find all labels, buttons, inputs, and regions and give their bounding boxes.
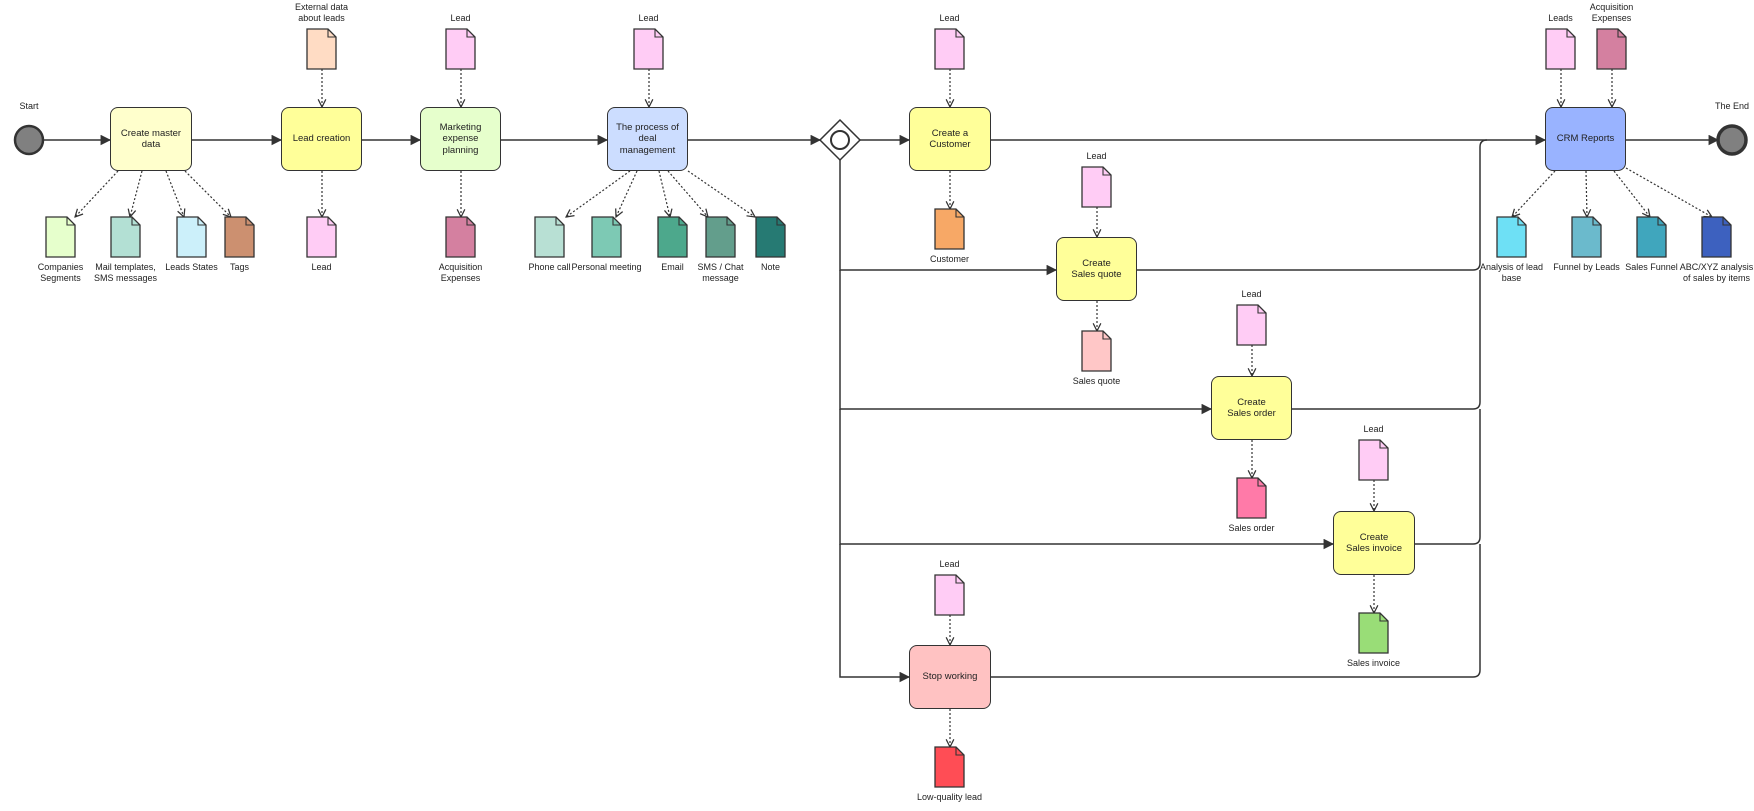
doc-label-note: Note — [760, 262, 780, 272]
doc-label-acq-in: Acquisition Expenses — [1589, 2, 1634, 23]
doc-label-states: Leads States — [165, 262, 218, 272]
doc-label-lead-in-q: Lead — [1086, 151, 1107, 161]
doc-label-analysis: Analysis of lead base — [1479, 262, 1544, 283]
task-crm[interactable]: CRM Reports — [1545, 107, 1626, 171]
association — [1512, 170, 1556, 217]
task-inv[interactable]: Create Sales invoice — [1333, 511, 1415, 575]
doc-label-phone: Phone call — [528, 262, 571, 272]
end-event — [1716, 124, 1748, 156]
doc-sms — [705, 216, 736, 258]
doc-label-lead-in-1: Lead — [450, 13, 471, 23]
association — [687, 170, 755, 217]
doc-label-tags: Tags — [229, 262, 249, 272]
start-event — [13, 124, 45, 156]
task-deal[interactable]: The process of deal management — [607, 107, 688, 171]
task-master[interactable]: Create master data — [110, 107, 192, 171]
association — [1586, 170, 1587, 217]
doc-label-invoice: Sales invoice — [1346, 658, 1401, 668]
doc-quote — [1081, 330, 1112, 372]
task-mkt[interactable]: Marketing expense planning — [420, 107, 501, 171]
doc-label-acq-out: Acquisition Expenses — [438, 262, 483, 283]
doc-label-lead-in-o: Lead — [1241, 289, 1262, 299]
sequence-flow — [991, 544, 1481, 678]
association — [1625, 167, 1712, 217]
association — [566, 170, 631, 217]
doc-label-lowq: Low-quality lead — [916, 792, 983, 802]
doc-lead-in-q — [1081, 166, 1112, 208]
doc-label-customer: Customer — [929, 254, 969, 264]
doc-label-abc: ABC/XYZ analysis of sales by items — [1679, 262, 1754, 283]
doc-order — [1236, 477, 1267, 519]
doc-acq-in — [1596, 28, 1627, 70]
doc-states — [176, 216, 207, 258]
doc-label-lead-in-s: Lead — [939, 559, 960, 569]
doc-analysis — [1496, 216, 1527, 258]
doc-funnel-leads — [1571, 216, 1602, 258]
doc-label-quote: Sales quote — [1072, 376, 1121, 386]
end-label: The End — [1714, 101, 1750, 111]
doc-mail — [110, 216, 141, 258]
start-label: Start — [19, 101, 39, 111]
doc-invoice — [1358, 612, 1389, 654]
doc-seg — [45, 216, 76, 258]
doc-abc — [1701, 216, 1732, 258]
doc-ext — [306, 28, 337, 70]
doc-label-meet: Personal meeting — [571, 262, 642, 272]
task-quote[interactable]: Create Sales quote — [1056, 237, 1137, 301]
doc-label-lead-out: Lead — [311, 262, 332, 272]
doc-note — [755, 216, 786, 258]
doc-email — [657, 216, 688, 258]
doc-lowq — [934, 746, 965, 788]
doc-lead-out — [306, 216, 337, 258]
association — [616, 170, 638, 217]
doc-label-funnel-leads: Funnel by Leads — [1553, 262, 1620, 272]
sequence-flow — [1292, 270, 1481, 410]
doc-lead-in-o — [1236, 304, 1267, 346]
doc-leads — [1545, 28, 1576, 70]
doc-funnel — [1636, 216, 1667, 258]
sequence-flow — [839, 270, 1213, 415]
doc-meet — [591, 216, 622, 258]
association — [184, 170, 231, 217]
doc-acq-out — [445, 216, 476, 258]
association — [1613, 170, 1650, 217]
doc-label-sms: SMS / Chat message — [697, 262, 744, 283]
doc-tags — [224, 216, 255, 258]
sequence-flow — [1137, 139, 1488, 271]
doc-lead-in-i — [1358, 439, 1389, 481]
association — [658, 170, 670, 217]
sequence-flow — [839, 544, 911, 683]
gateway — [818, 118, 862, 162]
doc-label-leads: Leads — [1548, 13, 1573, 23]
doc-label-lead-in-3: Lead — [939, 13, 960, 23]
doc-label-mail: Mail templates, SMS messages — [93, 262, 158, 283]
doc-lead-in-2 — [633, 28, 664, 70]
association — [130, 170, 143, 217]
sequence-flow — [1415, 409, 1481, 545]
association — [667, 170, 708, 217]
doc-label-order: Sales order — [1228, 523, 1275, 533]
doc-label-lead-in-i: Lead — [1363, 424, 1384, 434]
association — [165, 170, 184, 217]
doc-customer — [934, 208, 965, 250]
task-lead[interactable]: Lead creation — [281, 107, 362, 171]
doc-label-seg: Companies Segments — [37, 262, 84, 283]
doc-label-lead-in-2: Lead — [638, 13, 659, 23]
gateway-inner — [830, 130, 850, 150]
doc-label-funnel: Sales Funnel — [1625, 262, 1678, 272]
association — [75, 170, 119, 217]
task-stop[interactable]: Stop working — [909, 645, 991, 709]
task-order[interactable]: Create Sales order — [1211, 376, 1292, 440]
doc-phone — [534, 216, 565, 258]
doc-lead-in-s — [934, 574, 965, 616]
doc-lead-in-3 — [934, 28, 965, 70]
doc-lead-in-1 — [445, 28, 476, 70]
task-cust[interactable]: Create a Customer — [909, 107, 991, 171]
doc-label-ext: External data about leads — [294, 2, 349, 23]
doc-label-email: Email — [661, 262, 684, 272]
